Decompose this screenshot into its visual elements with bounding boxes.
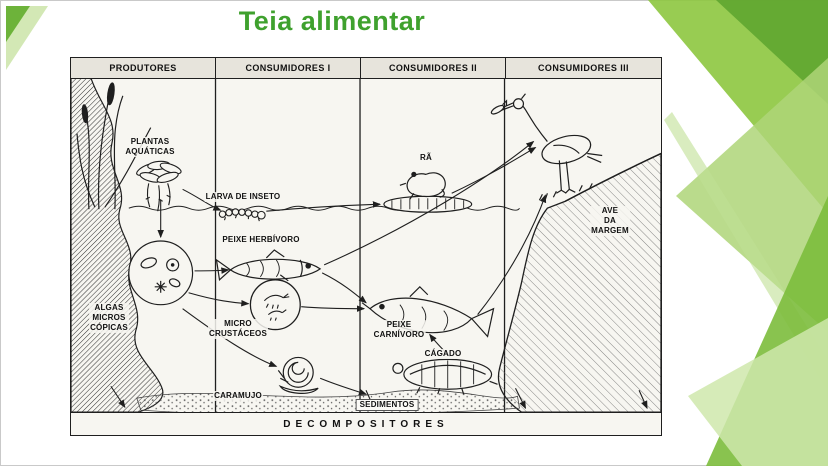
right-triangle-1 (648, 0, 828, 214)
algae-drawing (128, 240, 194, 306)
label-micro-crustaceos: MICRO CRUSTÁCEOS (207, 319, 269, 339)
label-sedimentos: SEDIMENTOS (355, 399, 419, 411)
label-ave-da-margem: AVE DA MARGEM (590, 206, 630, 236)
label-algas-microscopicas: ALGAS MICROS CÓPICAS (89, 303, 129, 333)
corner-triangle-dark (6, 6, 30, 42)
column-header-consumidores-1: CONSUMIDORES I (216, 58, 361, 78)
snail-drawing (277, 356, 319, 394)
food-web-art (71, 77, 661, 415)
right-triangle-5 (688, 318, 828, 466)
label-plantas-aquaticas: PLANTAS AQUÁTICAS (124, 137, 176, 157)
frog-drawing (383, 171, 473, 213)
slide-title: Teia alimentar (238, 6, 426, 36)
column-header-consumidores-3: CONSUMIDORES III (538, 63, 629, 73)
bird-drawing (490, 93, 603, 201)
label-larva-de-inseto: LARVA DE INSETO (204, 192, 282, 202)
label-decompositores: DECOMPOSITORES (71, 412, 661, 435)
column-header-consumidores-2: CONSUMIDORES II (361, 58, 506, 78)
column-header-produtores: PRODUTORES (71, 58, 216, 78)
label-caramujo: CARAMUJO (213, 391, 263, 401)
micro-crustaceans-drawing (249, 279, 301, 331)
right-triangle-2 (716, 0, 828, 104)
insect-larva-drawing (218, 208, 266, 222)
label-ra: RÃ (419, 153, 433, 163)
reeds-drawing (76, 82, 152, 210)
diagram-header-row: PRODUTORES CONSUMIDORES I CONSUMIDORES I… (71, 58, 661, 79)
right-triangle-4 (706, 196, 828, 466)
right-sliver (664, 112, 828, 392)
right-triangle-3 (676, 58, 828, 332)
turtle-drawing (392, 358, 498, 395)
food-web-diagram: PRODUTORES CONSUMIDORES I CONSUMIDORES I… (70, 57, 662, 436)
label-peixe-herbivoro: PEIXE HERBÍVORO (221, 235, 301, 245)
herbivorous-fish-drawing (215, 249, 322, 282)
label-cagado: CÁGADO (423, 349, 463, 359)
right-bank (497, 152, 661, 413)
sediments-band (136, 389, 520, 415)
label-peixe-carnivoro: PEIXE CARNÍVORO (372, 320, 426, 340)
right-bank-edge (564, 152, 661, 202)
aquatic-plant-drawing (136, 160, 182, 212)
